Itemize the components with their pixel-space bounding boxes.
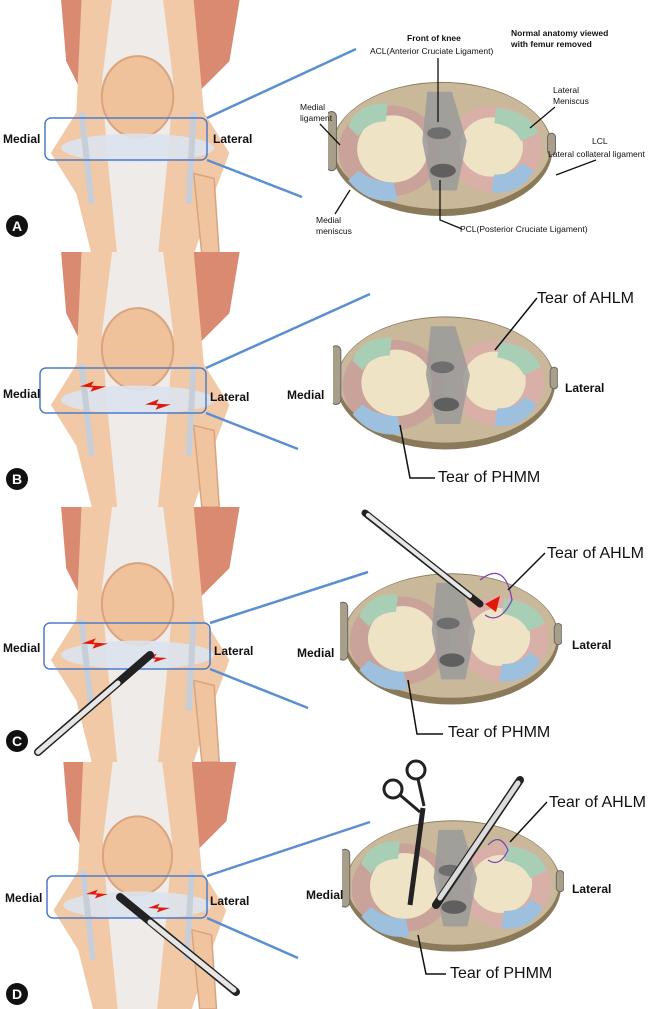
svg-text:B: B [12, 471, 22, 487]
pointer-pcl [439, 180, 463, 230]
knee-illustration-a [51, 0, 240, 255]
leader-line-bottom-d [206, 916, 299, 960]
diagram-label-medial-b: Medial [287, 388, 324, 402]
label-lcl: Lateral collateral ligament [548, 149, 645, 159]
pointer-medial-meniscus [334, 189, 351, 215]
joint-highlight-box-c [43, 622, 211, 670]
tear-phmm-label-d: Tear of PHMM [450, 965, 552, 982]
pointer-phmm-b [399, 424, 435, 479]
diagram-label-medial-d: Medial [306, 888, 343, 902]
pointer-ahlm-d [509, 801, 548, 843]
suture-tear-c [485, 596, 500, 612]
panel-badge-d: D [6, 983, 28, 1005]
tibial-plateau-b [333, 315, 558, 450]
label-lateral-meniscus-1: Lateral [553, 85, 579, 95]
arthroscope-shaft-d [147, 919, 237, 993]
label-lcl-short: LCL [592, 136, 608, 146]
label-medial-ligament-2: ligament [300, 113, 333, 123]
leader-line-top-a [206, 47, 357, 120]
side-label-medial-d: Medial [5, 891, 42, 905]
panel-badge-b: B [6, 468, 28, 490]
tear-ahlm-label-d: Tear of AHLM [549, 794, 646, 811]
header-line-1: Normal anatomy viewed [511, 28, 608, 38]
knee-illustration-c [51, 507, 240, 762]
label-medial-meniscus-1: Medial [316, 215, 341, 225]
diagram-label-lateral-d: Lateral [572, 882, 611, 896]
pointer-phmm-d [417, 934, 446, 975]
leader-line-top-c [209, 570, 369, 625]
pointer-lcl [555, 159, 597, 176]
panel-b: Medial Lateral Medial Lateral Tear of AH… [3, 252, 634, 507]
diagram-label-lateral-b: Lateral [565, 381, 604, 395]
leader-line-bottom-c [209, 667, 309, 710]
side-label-lateral-a: Lateral [213, 132, 252, 146]
leader-line-top-b [205, 292, 371, 370]
pointer-ahlm-b [494, 297, 538, 351]
panel-c: Medial Lateral Medial Lateral Tear of AH… [3, 507, 644, 762]
label-pcl: PCL(Posterior Cruciate Ligament) [460, 224, 588, 234]
tibial-plateau-a [328, 81, 556, 217]
side-label-medial-a: Medial [3, 132, 40, 146]
leader-line-bottom-b [205, 411, 299, 451]
tibial-plateau-c [340, 572, 562, 706]
side-label-lateral-d: Lateral [210, 894, 249, 908]
instrument-shaft-c [366, 513, 472, 598]
joint-highlight-box-d [46, 875, 208, 919]
side-label-lateral-b: Lateral [210, 390, 249, 404]
tear-ahlm-label-c: Tear of AHLM [547, 545, 644, 562]
grasper-instrument-d [382, 759, 427, 906]
leader-line-top-d [206, 820, 371, 878]
pointer-lateral-meniscus [529, 106, 556, 129]
pointer-phmm-c [407, 679, 443, 735]
svg-text:A: A [12, 218, 22, 234]
header-line-2: with femur removed [510, 39, 592, 49]
panel-d: Medial Lateral Medial Lateral Tear of AH… [5, 759, 646, 1009]
side-label-lateral-c: Lateral [214, 644, 253, 658]
tear-ahlm-label-b: Tear of AHLM [537, 290, 634, 307]
pointer-medial-ligament [319, 123, 341, 146]
tear-phmm-label-c: Tear of PHMM [448, 724, 550, 741]
leader-line-bottom-a [206, 158, 303, 199]
arthroscope-shaft-c [35, 680, 121, 755]
joint-highlight-box-b [39, 367, 207, 414]
label-front-of-knee: Front of knee [407, 33, 461, 43]
suture-thread-d [487, 839, 509, 863]
instrument-shaft-d [437, 780, 521, 901]
label-lateral-meniscus-2: Meniscus [553, 96, 589, 106]
pointer-ahlm-c [507, 552, 546, 591]
knee-illustration-b [51, 252, 240, 507]
panel-a: Medial Lateral A Normal anatomy viewed w… [3, 0, 645, 255]
diagram-label-medial-c: Medial [297, 646, 334, 660]
joint-highlight-box-a [44, 117, 208, 161]
label-medial-ligament-1: Medial [300, 102, 325, 112]
label-medial-meniscus-2: meniscus [316, 226, 352, 236]
panel-badge-a: A [6, 215, 28, 237]
suture-thread-c [479, 572, 513, 619]
svg-text:D: D [12, 986, 22, 1002]
side-label-medial-b: Medial [3, 387, 40, 401]
tear-phmm-label-b: Tear of PHMM [438, 469, 540, 486]
diagram-label-lateral-c: Lateral [572, 638, 611, 652]
label-acl: ACL(Anterior Cruciate Ligament) [370, 46, 493, 56]
side-label-medial-c: Medial [3, 641, 40, 655]
svg-text:C: C [12, 733, 22, 749]
panel-badge-c: C [6, 730, 28, 752]
